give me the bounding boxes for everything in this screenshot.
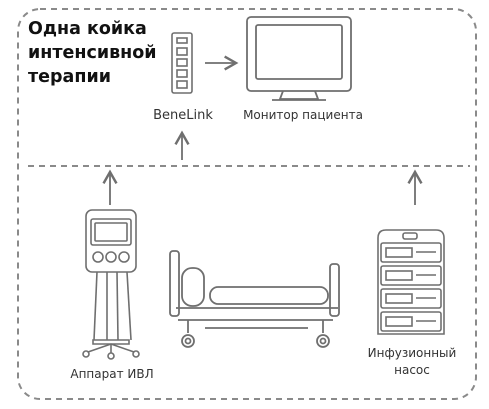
benelink-device-icon (171, 32, 193, 94)
benelink-label: BeneLink (153, 108, 213, 123)
infusion-pump-label: Инфузионный насос (367, 346, 457, 377)
ventilator-icon (82, 209, 140, 360)
patient-monitor-icon (246, 16, 352, 101)
hospital-bed-icon (169, 250, 340, 348)
diagram-title: Одна койка интенсивной терапии (28, 19, 157, 87)
ventilator-label: Аппарат ИВЛ (70, 367, 154, 381)
infusion-pump-icon (377, 229, 445, 335)
patient-monitor-label: Монитор пациента (243, 108, 363, 122)
icu-boundary (17, 8, 477, 400)
